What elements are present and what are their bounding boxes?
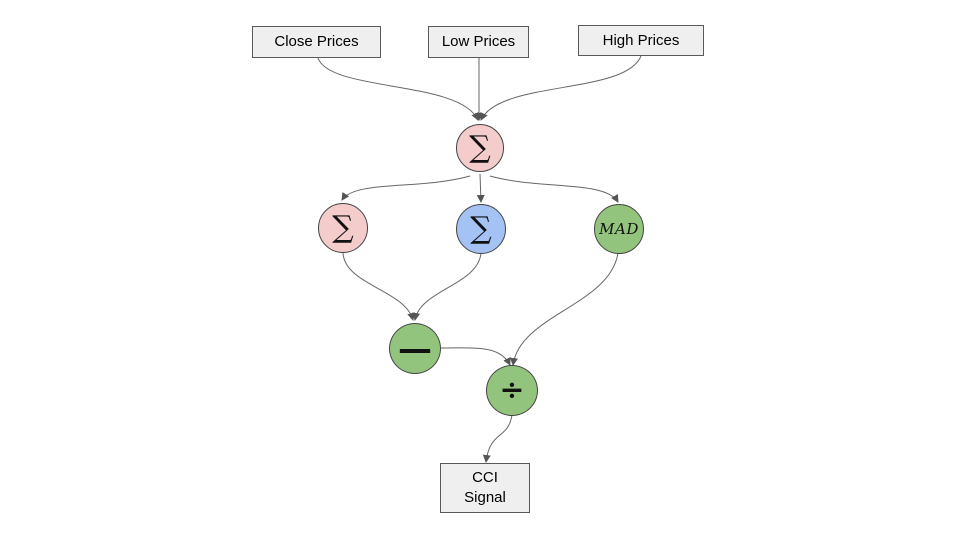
signal-label: Signal [464, 489, 506, 506]
edge-close-to-sum [317, 57, 479, 121]
sigma-icon: ∑ [469, 130, 491, 165]
edge-sumleft-to-minus [342, 252, 416, 321]
edge-high-to-sum [480, 55, 642, 121]
edge-sum-to-sumleft [341, 175, 471, 201]
high-prices-box: High Prices [578, 25, 704, 56]
cci-signal-box: CCI Signal [440, 463, 530, 513]
edge-mad-to-divide [510, 252, 619, 366]
sum-node-left: ∑ [318, 203, 368, 253]
sigma-icon: ∑ [332, 210, 354, 245]
edge-minus-to-divide [440, 347, 511, 366]
close-prices-box: Close Prices [252, 26, 381, 58]
divide-node: ÷ [486, 365, 538, 416]
edge-sum-to-mad [489, 175, 619, 203]
edge-summid-to-minus [412, 252, 482, 321]
minus-icon: — [398, 328, 432, 369]
edge-divide-to-output [482, 414, 513, 463]
cci-label: CCI [472, 469, 498, 486]
mad-node: MAD [594, 204, 644, 254]
subtract-node: — [389, 323, 441, 374]
sum-node-top: ∑ [456, 124, 504, 172]
high-prices-label: High Prices [602, 31, 680, 49]
divide-icon: ÷ [499, 372, 525, 408]
low-prices-label: Low Prices [441, 33, 516, 50]
edge-sum-to-summid [476, 173, 485, 203]
mad-label: MAD [599, 220, 639, 238]
close-prices-label: Close Prices [274, 33, 359, 50]
sigma-icon: ∑ [470, 211, 492, 246]
low-prices-box: Low Prices [428, 26, 529, 58]
sum-node-middle: ∑ [456, 204, 506, 254]
